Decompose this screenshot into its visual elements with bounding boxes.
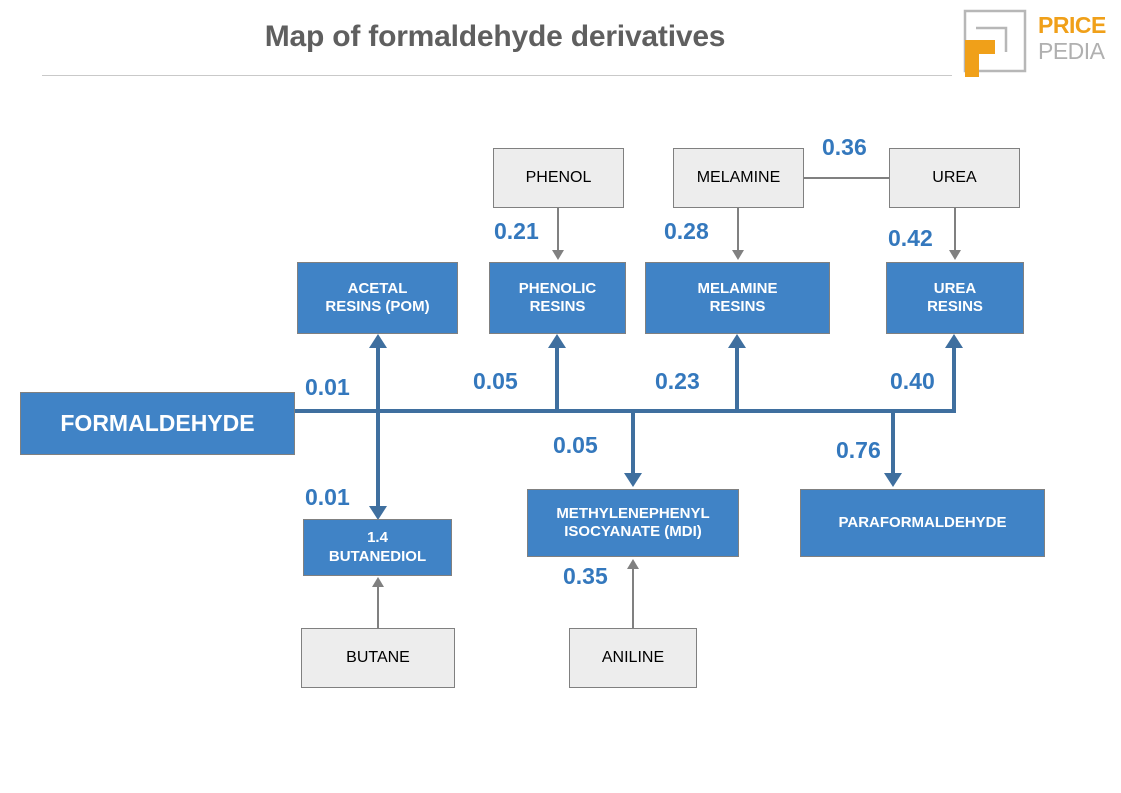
node-acetal-resins-label-line1: ACETAL xyxy=(347,279,408,297)
edge-formaldehyde-to-acetal-resins-arrowhead-icon xyxy=(369,334,387,348)
page-title: Map of formaldehyde derivatives xyxy=(264,20,726,53)
edge-label-aniline-to-mdi: 0.35 xyxy=(563,563,608,589)
node-paraformaldehyde[interactable]: PARAFORMALDEHYDE xyxy=(800,489,1045,557)
node-formaldehyde[interactable]: FORMALDEHYDE xyxy=(20,392,295,455)
edge-formaldehyde-to-paraformaldehyde-arrowhead-icon xyxy=(884,473,902,487)
edge-label-formaldehyde-to-paraformaldehyde: 0.76 xyxy=(836,437,881,463)
edge-formaldehyde-to-phenolic-resins-arrowhead-icon xyxy=(548,334,566,348)
edge-label-formaldehyde-to-acetal-resins: 0.01 xyxy=(305,374,350,400)
node-mdi-label-line2: ISOCYANATE (MDI) xyxy=(564,523,702,540)
node-paraformaldehyde-label: PARAFORMALDEHYDE xyxy=(838,513,1007,531)
edge-urea-to-urea-resins-line xyxy=(954,207,956,250)
edge-formaldehyde-to-mdi-line xyxy=(631,411,635,473)
node-butanediol-label-line2: BUTANEDIOL xyxy=(328,547,427,565)
logo-word-price: PRICE xyxy=(1038,12,1106,38)
edge-butane-to-butanediol-line xyxy=(377,587,379,628)
pricepedia-logo: PRICE PEDIA xyxy=(962,8,1110,80)
edge-phenol-to-phenolic-resins-line xyxy=(557,207,559,250)
edge-formaldehyde-to-butanediol-line xyxy=(376,411,380,506)
node-urea[interactable]: UREA xyxy=(889,148,1020,208)
edge-aniline-to-mdi-line xyxy=(632,569,634,628)
node-butane[interactable]: BUTANE xyxy=(301,628,455,688)
node-phenolic-resins-label-line1: PHENOLIC xyxy=(518,279,597,297)
edge-label-formaldehyde-to-melamine-resins: 0.23 xyxy=(655,368,700,394)
edge-label-urea-to-melamine: 0.36 xyxy=(822,134,867,160)
node-urea-resins-label-line1: UREA xyxy=(933,279,977,297)
node-butane-label: BUTANE xyxy=(346,649,410,667)
header-divider xyxy=(42,75,952,76)
edge-formaldehyde-to-melamine-resins-arrowhead-icon xyxy=(728,334,746,348)
edge-label-phenol-to-phenolic-resins: 0.21 xyxy=(494,218,539,244)
edge-urea-to-melamine-line xyxy=(800,177,889,179)
node-melamine-resins-label-line2: RESINS xyxy=(709,298,766,315)
node-aniline[interactable]: ANILINE xyxy=(569,628,697,688)
node-melamine-label: MELAMINE xyxy=(696,169,781,187)
node-acetal-resins-label-line2: RESINS (POM) xyxy=(325,298,430,315)
edge-aniline-to-mdi-arrowhead-icon xyxy=(627,559,639,569)
pricepedia-wordmark: PRICE PEDIA xyxy=(1038,12,1110,64)
edge-formaldehyde-to-phenolic-resins-line xyxy=(555,345,559,411)
pricepedia-square-mark-icon xyxy=(963,9,1027,77)
edge-formaldehyde-to-urea-resins-line xyxy=(952,345,956,411)
edge-phenol-to-phenolic-resins-arrowhead-icon xyxy=(552,250,564,260)
edge-label-melamine-to-melamine-resins: 0.28 xyxy=(664,218,709,244)
logo-word-pedia: PEDIA xyxy=(1038,38,1105,64)
node-melamine[interactable]: MELAMINE xyxy=(673,148,804,208)
edge-label-formaldehyde-to-mdi: 0.05 xyxy=(553,432,598,458)
edge-formaldehyde-to-melamine-resins-line xyxy=(735,345,739,411)
node-urea-label: UREA xyxy=(932,169,977,187)
node-aniline-label: ANILINE xyxy=(601,649,665,667)
edge-melamine-to-melamine-resins-arrowhead-icon xyxy=(732,250,744,260)
edge-label-formaldehyde-to-phenolic-resins: 0.05 xyxy=(473,368,518,394)
node-mdi-label-line1: METHYLENEPHENYL xyxy=(556,504,710,522)
edge-formaldehyde-to-mdi-arrowhead-icon xyxy=(624,473,642,487)
edge-formaldehyde-to-urea-resins-arrowhead-icon xyxy=(945,334,963,348)
node-melamine-resins-label-line1: MELAMINE xyxy=(697,279,778,297)
formaldehyde-trunk-line xyxy=(295,409,956,413)
edge-label-urea-to-urea-resins: 0.42 xyxy=(888,225,933,251)
node-urea-resins-label-line2: RESINS xyxy=(927,298,983,315)
node-phenol[interactable]: PHENOL xyxy=(493,148,624,208)
edge-label-formaldehyde-to-urea-resins: 0.40 xyxy=(890,368,935,394)
node-phenolic-resins-label-line2: RESINS xyxy=(529,298,586,315)
node-butanediol-label-line1: 1.4 xyxy=(367,529,388,547)
edge-label-formaldehyde-to-butanediol: 0.01 xyxy=(305,484,350,510)
node-formaldehyde-label: FORMALDEHYDE xyxy=(60,410,255,437)
edge-butane-to-butanediol-arrowhead-icon xyxy=(372,577,384,587)
edge-formaldehyde-to-acetal-resins-line xyxy=(376,345,380,411)
edge-melamine-to-melamine-resins-line xyxy=(737,207,739,250)
edge-urea-to-urea-resins-arrowhead-icon xyxy=(949,250,961,260)
edge-formaldehyde-to-paraformaldehyde-line xyxy=(891,411,895,473)
edge-formaldehyde-to-butanediol-arrowhead-icon xyxy=(369,506,387,520)
node-phenol-label: PHENOL xyxy=(525,169,592,187)
